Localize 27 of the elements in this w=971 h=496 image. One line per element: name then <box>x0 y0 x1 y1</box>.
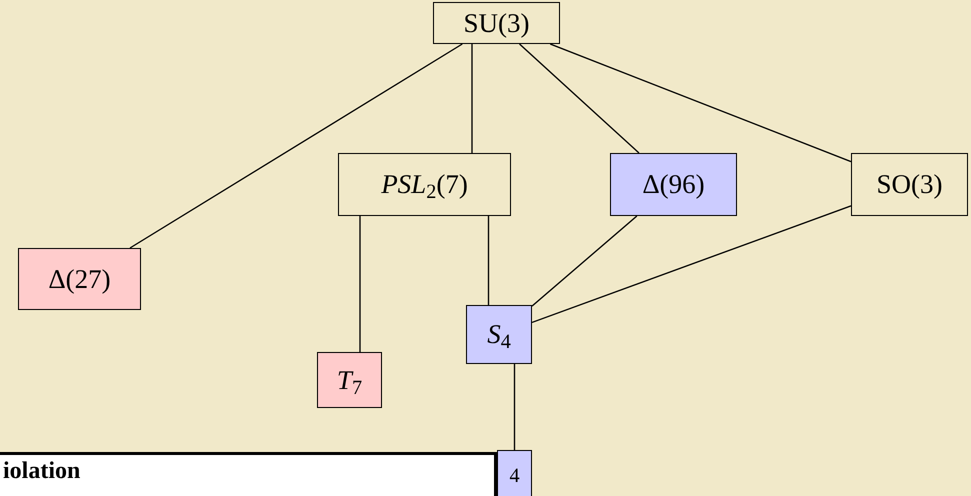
node-label: iolation <box>3 459 80 483</box>
connector-line <box>532 205 852 324</box>
group-box <box>497 450 532 496</box>
group-box <box>433 2 560 44</box>
notice-box <box>0 452 497 496</box>
group-box <box>18 248 141 310</box>
connector-line <box>519 44 640 154</box>
connector-line <box>359 216 361 352</box>
group-box <box>317 352 382 408</box>
connector-line <box>532 216 638 307</box>
group-box <box>338 153 511 216</box>
connector-line <box>471 44 473 153</box>
node-label: 4 <box>509 464 520 482</box>
connector-line <box>514 364 516 450</box>
group-box <box>610 153 737 216</box>
node-label: SO(3) <box>876 171 942 198</box>
connector-line <box>130 43 463 249</box>
node-label: S$_{4}$ <box>487 321 511 348</box>
node-label: SU(3) <box>464 10 530 36</box>
node-label: PSL$_{2}$(7) <box>381 171 468 198</box>
node-label: Δ(27) <box>48 266 111 292</box>
node-label: T$_{7}$ <box>336 366 362 394</box>
group-box <box>466 305 532 364</box>
connector-line <box>550 43 852 162</box>
connector-line <box>488 216 490 305</box>
node-label: Δ(96) <box>642 171 705 198</box>
group-box <box>851 153 968 216</box>
